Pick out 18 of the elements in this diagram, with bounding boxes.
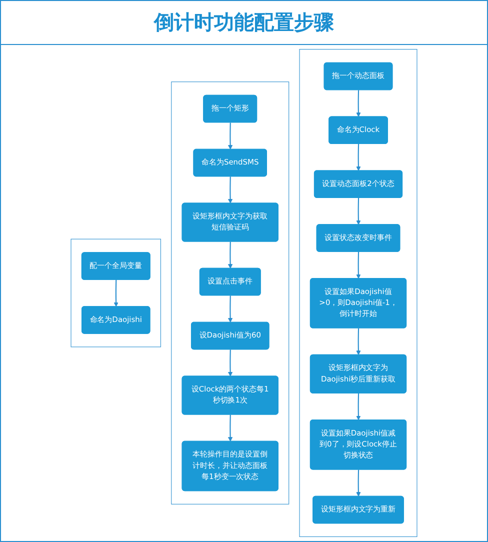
arrow <box>114 280 118 307</box>
arrow <box>356 393 361 420</box>
arrow <box>228 414 233 442</box>
arrow <box>356 144 361 171</box>
arrow <box>356 252 361 279</box>
arrow <box>228 350 233 376</box>
cluster <box>299 49 418 537</box>
diagram-title: 倒计时功能配置步骤 <box>1 1 487 45</box>
cluster <box>70 238 161 348</box>
arrow <box>228 176 233 204</box>
arrow <box>228 122 233 150</box>
arrow <box>356 470 361 497</box>
arrow <box>356 198 361 225</box>
arrow <box>228 242 233 269</box>
arrow <box>356 90 361 118</box>
arrow <box>228 296 233 323</box>
cluster <box>171 82 290 504</box>
arrow <box>356 328 361 356</box>
